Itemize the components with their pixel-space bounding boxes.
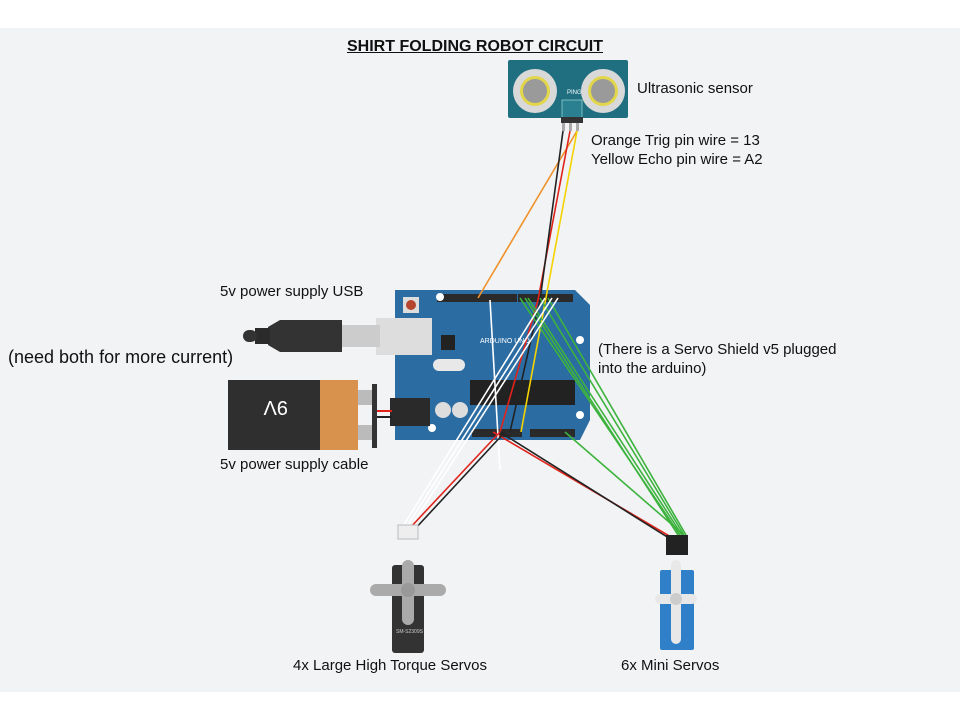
sensor-text: PING (567, 90, 582, 96)
large-servo: SM-S2309S (370, 524, 446, 653)
shield-label-2: into the arduino) (598, 360, 707, 377)
cable-label: 5v power supply cable (220, 456, 369, 473)
ultrasonic-label: Ultrasonic sensor (637, 80, 753, 97)
need-both-label: (need both for more current) (8, 347, 234, 367)
usb-label: 5v power supply USB (220, 283, 364, 300)
usb-plug (243, 318, 432, 355)
arduino-text: ARDUINO UNO (480, 338, 530, 345)
shield-label-1: (There is a Servo Shield v5 plugged (598, 341, 837, 358)
wires (401, 130, 687, 541)
echo-wire (520, 130, 578, 433)
mini-servo (655, 535, 697, 650)
mini-servos-label: 6x Mini Servos (621, 657, 720, 674)
sensor-ground-wire (509, 130, 564, 433)
large-servos-label: 4x Large High Torque Servos (293, 657, 488, 674)
trig-label: Orange Trig pin wire = 13 (591, 132, 760, 149)
ultrasonic-sensor: PING (508, 60, 628, 131)
large-servo-text: SM-S2309S (396, 629, 424, 635)
sensor-power-wire (499, 130, 571, 433)
trig-wire (477, 130, 578, 299)
page-title: SHIRT FOLDING ROBOT CIRCUIT (347, 38, 603, 55)
echo-label: Yellow Echo pin wire = A2 (591, 151, 763, 168)
battery-text: 9V (263, 396, 288, 418)
battery-9v: 9V (228, 380, 392, 450)
